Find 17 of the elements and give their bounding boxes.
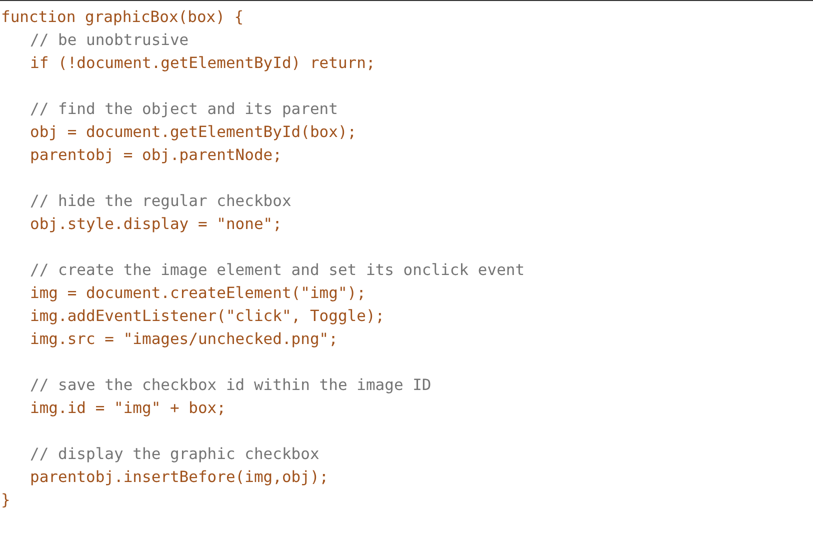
code-line: obj.style.display = "none"; bbox=[30, 214, 282, 235]
code-line: img.addEventListener("click", Toggle); bbox=[30, 306, 385, 327]
code-comment: // hide the regular checkbox bbox=[30, 191, 292, 212]
code-line: img.src = "images/unchecked.png"; bbox=[30, 329, 338, 350]
code-comment: // create the image element and set its onclick event bbox=[30, 260, 525, 281]
code-comment: // save the checkbox id within the image ID bbox=[30, 375, 432, 396]
code-line: obj = document.getElementById(box); bbox=[30, 122, 357, 143]
code-line: function graphicBox(box) { bbox=[1, 7, 244, 28]
code-line: if (!document.getElementById) return; bbox=[30, 53, 376, 74]
code-line: parentobj = obj.parentNode; bbox=[30, 145, 282, 166]
code-line: } bbox=[1, 490, 10, 511]
code-comment: // find the object and its parent bbox=[30, 99, 338, 120]
code-line: parentobj.insertBefore(img,obj); bbox=[30, 467, 329, 488]
code-comment: // be unobtrusive bbox=[30, 30, 189, 51]
code-line: img = document.createElement("img"); bbox=[30, 283, 366, 304]
code-line: img.id = "img" + box; bbox=[30, 398, 226, 419]
code-comment: // display the graphic checkbox bbox=[30, 444, 320, 465]
